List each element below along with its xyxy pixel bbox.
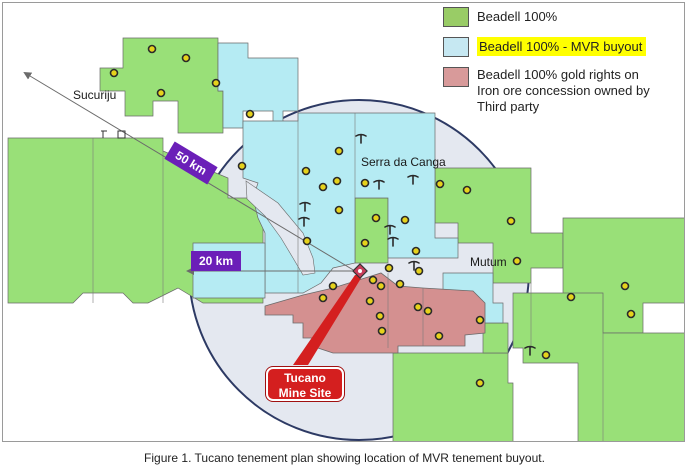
pickaxe-icon [387, 236, 399, 247]
tenement-map: Sucuriju Serra da Canga Mutum 50 km 20 k… [2, 2, 685, 442]
legend-item-beadell: Beadell 100% [443, 7, 557, 27]
legend-item-mvr-buyout: Beadell 100% - MVR buyout [443, 37, 647, 57]
legend-swatch-blue [443, 37, 469, 57]
mine-site-label: Tucano Mine Site [266, 367, 344, 401]
target-diamond-icon [352, 263, 368, 279]
tenement-north-blue [217, 42, 299, 129]
tenement-southeast [512, 292, 684, 441]
legend-swatch-green [443, 7, 469, 27]
label-serra-da-canga: Serra da Canga [361, 155, 446, 169]
label-sucuriju: Sucuriju [73, 88, 117, 102]
prospect-dots [109, 44, 636, 388]
tenement-south-west [482, 322, 509, 354]
pickaxe-icon [373, 179, 385, 190]
legend-label-beadell: Beadell 100% [477, 9, 558, 24]
tenement-sucuriju [99, 37, 224, 134]
site-pointer [293, 275, 363, 365]
legend-swatch-red [443, 67, 469, 87]
map-canvas [7, 37, 684, 441]
legend-item-third-party: Beadell 100% gold rights on Iron ore con… [443, 67, 650, 115]
pickaxe-icon [524, 345, 536, 356]
tenement-boundaries [92, 111, 604, 441]
settlement-icon [101, 130, 126, 139]
pickaxe-icon [298, 216, 310, 227]
distance-label-20km: 20 km [191, 251, 242, 271]
pickaxe-icon [407, 174, 419, 185]
pickaxe-icon [355, 133, 367, 144]
legend-label-mvr-buyout: Beadell 100% - MVR buyout [477, 37, 647, 56]
pickaxe-icon [408, 260, 420, 271]
legend-label-third-party: Beadell 100% gold rights on Iron ore con… [477, 67, 650, 114]
pickaxe-icon [384, 224, 396, 235]
pickaxe-icon [299, 201, 311, 212]
tenement-south [392, 352, 514, 441]
label-mutum: Mutum [470, 255, 507, 269]
figure-caption: Figure 1. Tucano tenement plan showing l… [144, 451, 545, 465]
tenement-central-strip [354, 197, 389, 264]
